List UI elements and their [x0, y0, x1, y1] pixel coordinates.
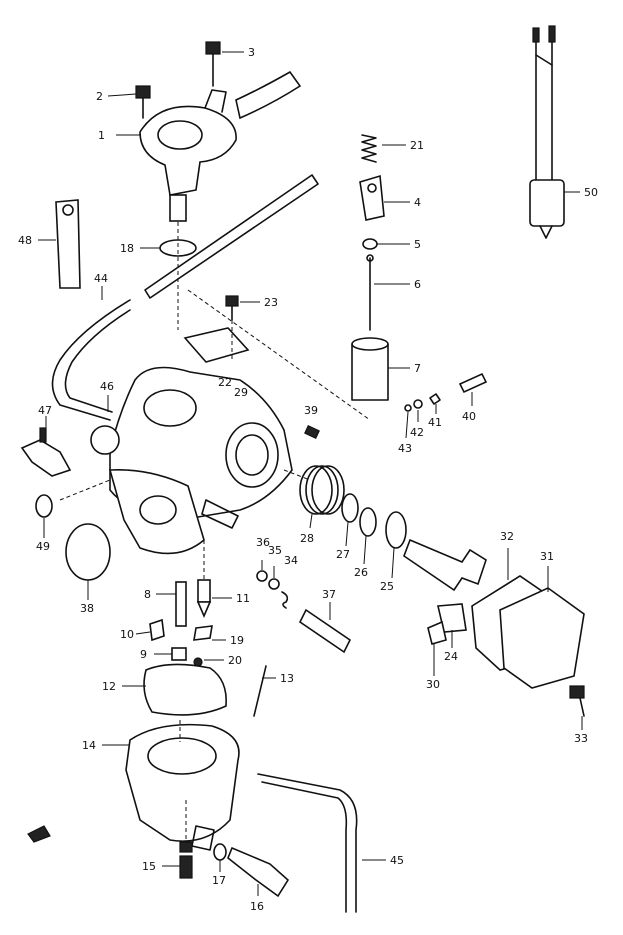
- label-43: 43: [398, 442, 412, 455]
- label-6: 6: [414, 278, 421, 291]
- part-1-cover: [139, 70, 302, 222]
- label-46: 46: [100, 380, 114, 393]
- carburetor-body: [108, 327, 293, 555]
- label-38: 38: [80, 602, 94, 615]
- part-26-ring: [359, 507, 377, 537]
- part-7-piston: [351, 337, 389, 401]
- callouts: 1 2 3 21 4 5 6 7 50 48 18 44 23 22 29 46…: [18, 46, 598, 913]
- part-9-seat: [171, 647, 187, 661]
- part-16-screw: [227, 846, 290, 898]
- label-35: 35: [268, 544, 282, 557]
- label-24: 24: [444, 650, 458, 663]
- part-38-oring: [65, 523, 111, 581]
- label-40: 40: [462, 410, 476, 423]
- label-20: 20: [228, 654, 242, 667]
- part-12-float: [143, 663, 227, 716]
- part-36-ring: [256, 570, 268, 582]
- label-31: 31: [540, 550, 554, 563]
- part-41-spring: [429, 393, 441, 405]
- part-39-screw: [304, 425, 320, 439]
- label-21: 21: [410, 139, 424, 152]
- label-4: 4: [414, 196, 421, 209]
- part-45-tube: [257, 773, 358, 913]
- part-48-bracket: [55, 199, 81, 289]
- part-17-washer: [213, 843, 227, 861]
- label-37: 37: [322, 588, 336, 601]
- part-50-wire-lead: [529, 25, 565, 239]
- label-25: 25: [380, 580, 394, 593]
- label-10: 10: [120, 628, 134, 641]
- part-33-screw: [569, 685, 585, 717]
- part-40-screw: [458, 372, 488, 394]
- label-34: 34: [284, 554, 298, 567]
- part-42-washer: [413, 399, 423, 409]
- label-14: 14: [82, 739, 96, 752]
- label-23: 23: [264, 296, 278, 309]
- part-23-screw: [225, 295, 239, 321]
- label-22: 22: [218, 376, 232, 389]
- part-34-spring: [281, 591, 289, 609]
- label-13: 13: [280, 672, 294, 685]
- part-15-screw: [179, 841, 193, 879]
- label-19: 19: [230, 634, 244, 647]
- label-33: 33: [574, 732, 588, 745]
- part-14-float-bowl: [125, 723, 240, 851]
- label-41: 41: [428, 416, 442, 429]
- part-11-jet: [196, 579, 212, 619]
- label-42: 42: [410, 426, 424, 439]
- label-8: 8: [144, 588, 151, 601]
- part-28-spring: [299, 465, 345, 515]
- part-46-plug: [90, 425, 120, 455]
- part-47-fitting: [20, 427, 72, 477]
- part-8-jet: [175, 581, 187, 627]
- label-45: 45: [390, 854, 404, 867]
- label-44: 44: [94, 272, 108, 285]
- label-28: 28: [300, 532, 314, 545]
- part-35-washer: [268, 578, 280, 590]
- part-27-washer: [341, 493, 359, 523]
- part-37-screw: [298, 608, 352, 654]
- part-43-ring: [404, 404, 412, 412]
- label-26: 26: [354, 566, 368, 579]
- part-44-rod: [51, 174, 319, 421]
- direction-mark-icon: [27, 825, 51, 843]
- label-1: 1: [98, 129, 105, 142]
- label-47: 47: [38, 404, 52, 417]
- part-25-disc: [385, 511, 407, 549]
- label-18: 18: [120, 242, 134, 255]
- label-3: 3: [248, 46, 255, 59]
- part-49-gasket: [35, 494, 53, 518]
- label-15: 15: [142, 860, 156, 873]
- part-10-jet: [149, 618, 165, 642]
- label-7: 7: [414, 362, 421, 375]
- label-5: 5: [414, 238, 421, 251]
- part-21-spring: [361, 134, 377, 163]
- part-2-screw: [135, 85, 151, 119]
- part-6-needle: [366, 254, 374, 331]
- label-27: 27: [336, 548, 350, 561]
- label-16: 16: [250, 900, 264, 913]
- part-5-clip: [362, 238, 378, 250]
- label-50: 50: [584, 186, 598, 199]
- label-12: 12: [102, 680, 116, 693]
- label-29: 29: [234, 386, 248, 399]
- label-32: 32: [500, 530, 514, 543]
- label-2: 2: [96, 90, 103, 103]
- label-17: 17: [212, 874, 226, 887]
- part-24-shaft: [403, 538, 487, 633]
- label-49: 49: [36, 540, 50, 553]
- label-48: 48: [18, 234, 32, 247]
- label-11: 11: [236, 592, 250, 605]
- label-30: 30: [426, 678, 440, 691]
- label-39: 39: [304, 404, 318, 417]
- part-30-clip: [427, 620, 447, 645]
- label-9: 9: [140, 648, 147, 661]
- label-36: 36: [256, 536, 270, 549]
- part-19-needle: [193, 625, 213, 641]
- part-13-screw: [253, 665, 267, 717]
- part-4-lever: [359, 174, 385, 221]
- part-3-screw: [205, 41, 221, 87]
